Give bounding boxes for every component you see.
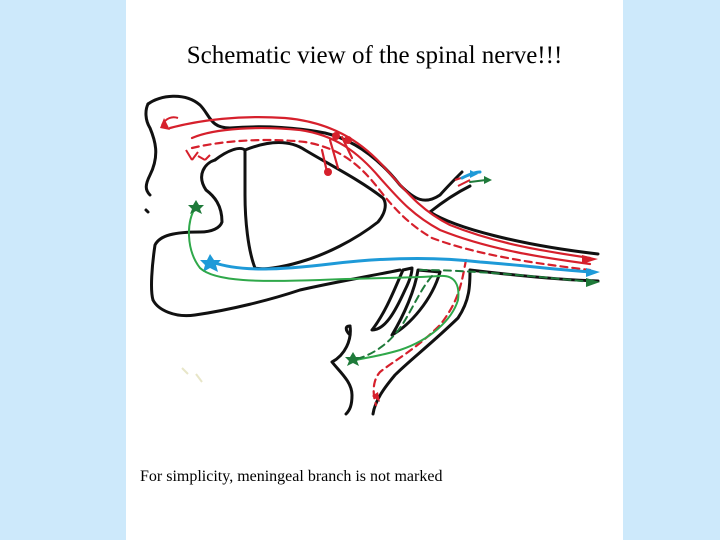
blue-arrowhead <box>586 268 600 277</box>
green-star-lower <box>345 352 361 366</box>
green-arrowhead <box>586 278 600 287</box>
red-arrowhead <box>160 118 170 130</box>
faint-marks <box>181 367 203 383</box>
red-arrowhead-right <box>582 255 598 264</box>
footnote: For simplicity, meningeal branch is not … <box>140 468 443 485</box>
red-arrowhead-lower <box>372 392 380 402</box>
green-star-upper <box>188 200 204 214</box>
green-markers <box>188 176 600 366</box>
blue-markers <box>200 170 600 277</box>
blue-star <box>200 254 221 272</box>
blue-arrowhead-upper <box>470 170 478 178</box>
spinal-nerve-diagram <box>144 94 600 416</box>
red-nodes <box>160 118 598 402</box>
green-fibers <box>187 179 593 361</box>
slide-title: Schematic view of the spinal nerve!!! <box>186 42 563 69</box>
red-branch-ticks <box>161 116 471 187</box>
red-fibers <box>168 116 592 407</box>
green-arrowhead-upper <box>484 176 492 184</box>
slide: Schematic view of the spinal nerve!!! <box>126 0 623 540</box>
